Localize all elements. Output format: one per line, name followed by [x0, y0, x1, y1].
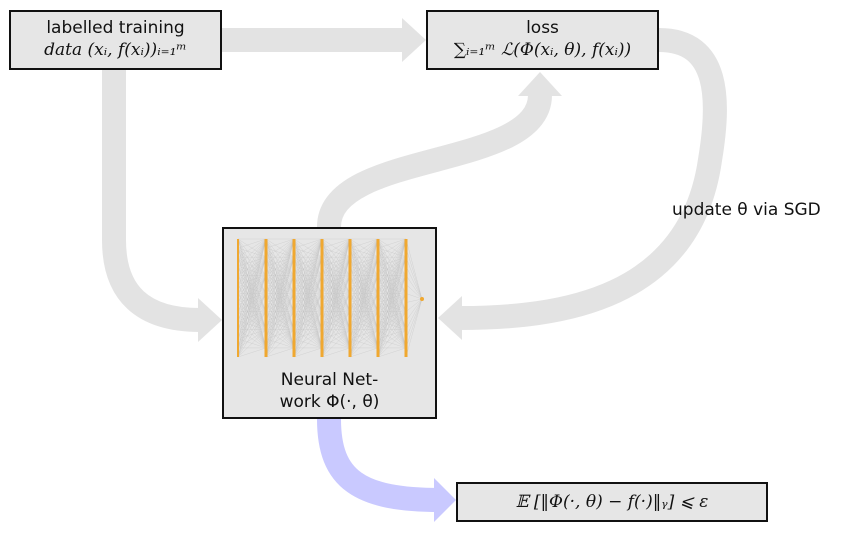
- neural-network-caption: Neural Net- work Φ(·, θ): [224, 369, 435, 413]
- neural-network-box: Neural Net- work Φ(·, θ): [222, 227, 437, 419]
- layer-column: [264, 239, 268, 357]
- sgd-feedback-arrow: [459, 28, 727, 330]
- layer-column: [292, 239, 296, 357]
- training-data-box: labelled training data (xᵢ, f(xᵢ))ᵢ₌₁ᵐ: [9, 10, 222, 70]
- loss-box: loss ∑ᵢ₌₁ᵐ ℒ(Φ(xᵢ, θ), f(xᵢ)): [426, 10, 659, 70]
- network-to-error-arrow: [317, 418, 441, 512]
- neural-network-line1: Neural Net-: [280, 370, 379, 390]
- output-neuron: [420, 297, 424, 301]
- network-to-error-arrowhead: [434, 478, 456, 522]
- loss-title: loss: [526, 18, 559, 38]
- training-data-line1: labelled training: [46, 18, 185, 38]
- data-to-network-arrow: [102, 70, 201, 332]
- network-architecture-image: [237, 238, 424, 358]
- layer-column: [237, 239, 239, 357]
- data-to-loss-arrowhead: [402, 18, 426, 62]
- network-to-loss-arrow: [317, 93, 552, 229]
- network-to-loss-arrowhead: [518, 72, 562, 96]
- sgd-feedback-arrowhead: [438, 296, 462, 340]
- data-to-network-arrowhead: [198, 298, 222, 342]
- layer-column: [348, 239, 352, 357]
- error-bound-box: 𝔼 [‖Φ(·, θ) − f(·)‖ᵧ] ⩽ ε: [456, 482, 768, 522]
- layer-column: [320, 239, 324, 357]
- layer-column: [376, 239, 380, 357]
- training-data-line2: data (xᵢ, f(xᵢ))ᵢ₌₁ᵐ: [44, 40, 187, 60]
- layer-column: [404, 239, 408, 357]
- neural-network-line2: work Φ(·, θ): [279, 392, 380, 412]
- error-bound-formula: 𝔼 [‖Φ(·, θ) − f(·)‖ᵧ] ⩽ ε: [515, 492, 709, 512]
- loss-formula: ∑ᵢ₌₁ᵐ ℒ(Φ(xᵢ, θ), f(xᵢ)): [453, 40, 632, 60]
- sgd-update-label: update θ via SGD: [672, 200, 821, 220]
